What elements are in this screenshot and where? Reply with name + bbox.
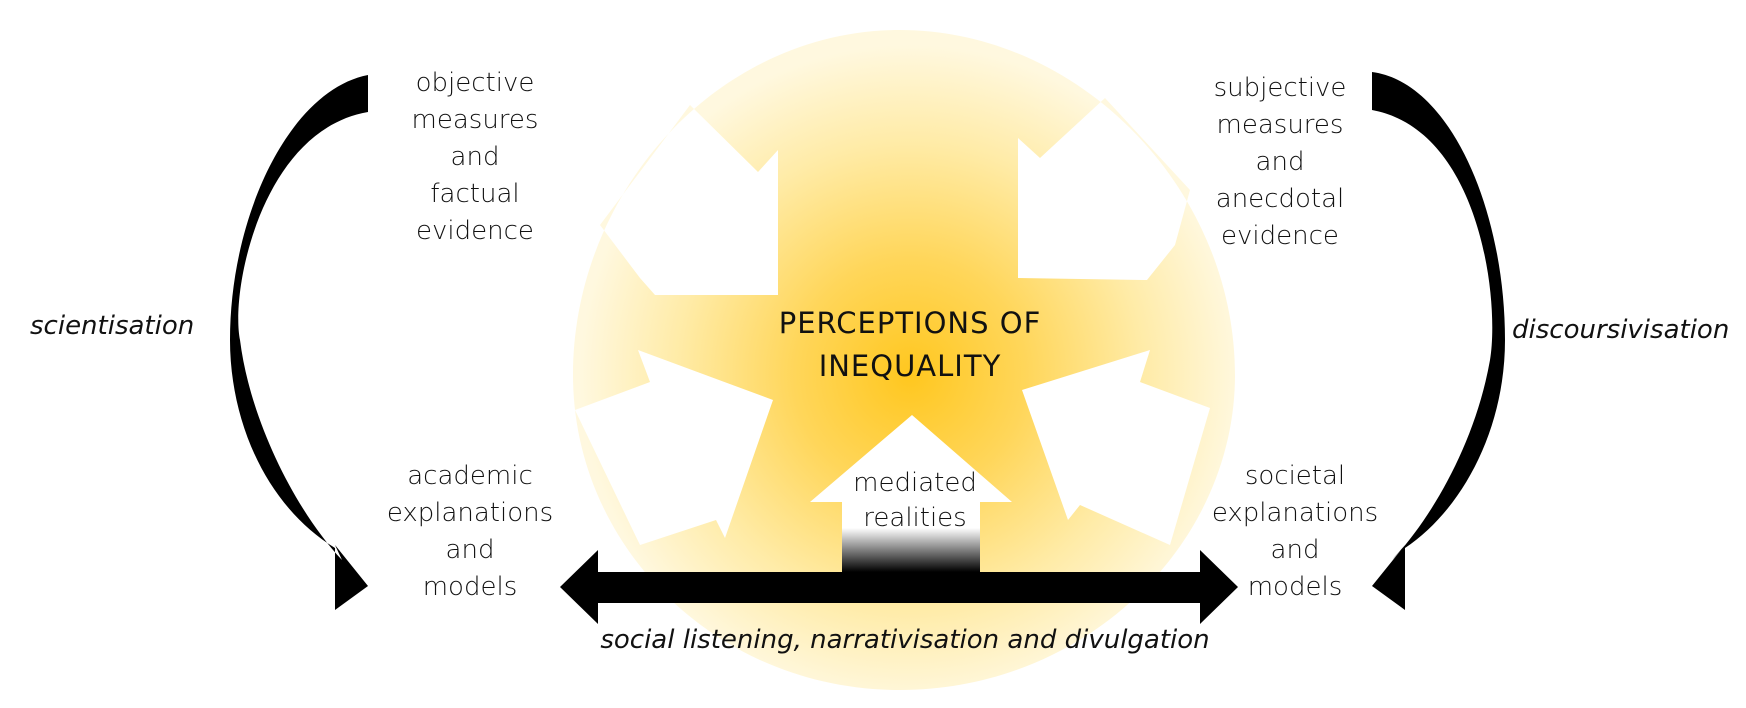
bottom-right-text: societal explanations and models [1211, 461, 1379, 602]
left-process-label: scientisation [30, 311, 195, 341]
right-process-label: discoursivisation [1512, 315, 1730, 345]
top-left-text: objective measures and factual evidence [411, 68, 539, 246]
center-arrow-text: mediated realities [853, 468, 977, 533]
right-curved-arrow [1372, 72, 1505, 610]
center-title: PERCEPTIONS OF INEQUALITY [778, 306, 1042, 383]
bottom-process-label: social listening, narrativisation and di… [600, 625, 1210, 655]
left-curved-arrow [230, 75, 368, 610]
mediated-realities-arrow-stem [842, 528, 980, 572]
bottom-left-text: academic explanations and models [386, 461, 554, 602]
mediated-realities-arrow-head [810, 415, 1012, 530]
top-right-text: subjective measures and anecdotal eviden… [1213, 73, 1347, 251]
glow-burst [573, 30, 1235, 690]
double-headed-arrow [560, 550, 1238, 624]
